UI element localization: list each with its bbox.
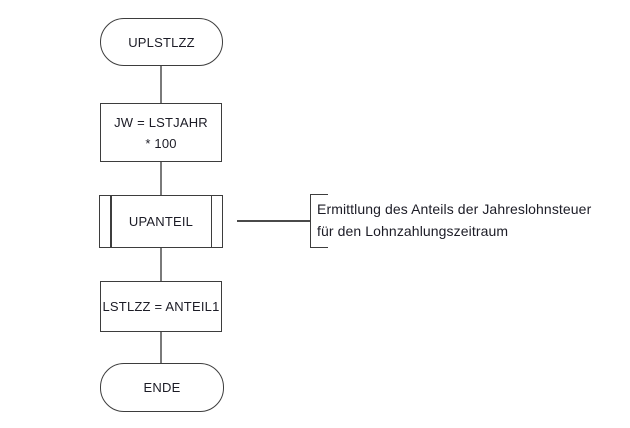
annotation-text: Ermittlung des Anteils der Jahreslohnste… [317,201,592,239]
predefined-process-right-bar [210,196,212,247]
process-lstlzz-label: LSTLZZ = ANTEIL1 [102,299,220,314]
annotation-bracket [310,194,328,248]
connector-upanteil-to-annotation [237,220,310,222]
predefined-process-upanteil: UPANTEIL [99,195,223,248]
process-jw-label: JW = LSTJAHR * 100 [114,114,208,151]
connector-start-to-jw [160,66,162,103]
connector-lstlzz-to-ende [160,332,162,363]
predefined-process-label: UPANTEIL [128,214,194,229]
process-lstlzz-anteil1: LSTLZZ = ANTEIL1 [100,281,222,332]
terminator-start-label: UPLSTLZZ [128,34,195,50]
predefined-process-left-bar [110,196,112,247]
connector-upanteil-to-lstlzz [160,248,162,281]
terminator-ende: ENDE [100,363,224,412]
process-jw-lstjahr: JW = LSTJAHR * 100 [100,103,222,162]
terminator-ende-label: ENDE [143,380,181,395]
terminator-start-uplstlzz: UPLSTLZZ [100,18,223,66]
connector-jw-to-upanteil [160,162,162,195]
